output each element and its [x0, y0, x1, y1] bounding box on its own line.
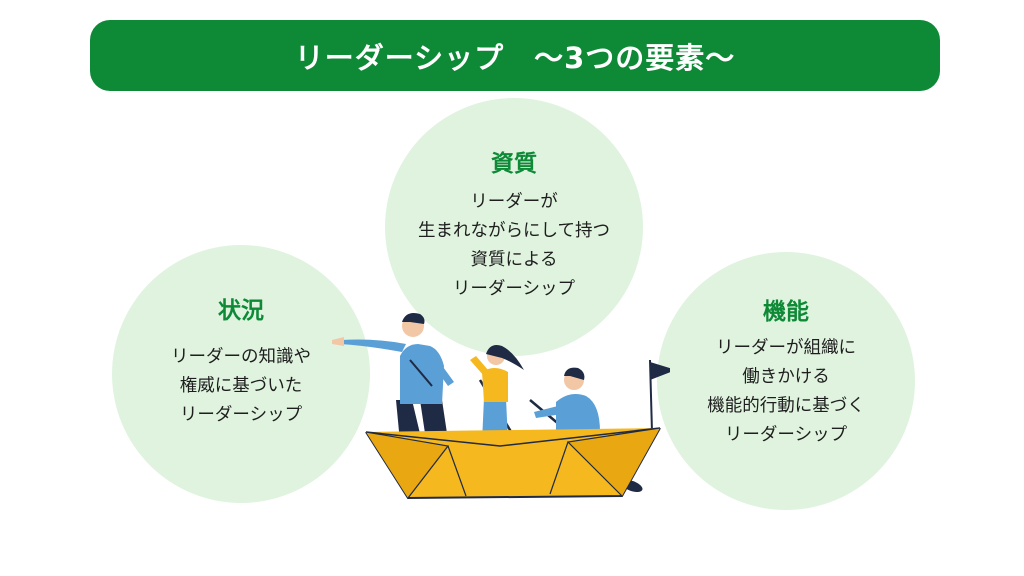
page-title: リーダーシップ ～3つの要素～ — [294, 40, 736, 75]
element-description: リーダーの知識や 権威に基づいた リーダーシップ — [171, 347, 311, 425]
woman-figure — [470, 345, 524, 442]
rower-figure — [534, 367, 600, 432]
element-circle-quality: 資質 リーダーが 生まれながらにして持つ 資質による リーダーシップ — [385, 98, 643, 356]
title-banner: リーダーシップ ～3つの要素～ — [90, 20, 940, 91]
leader-figure — [332, 313, 454, 442]
flag-icon — [649, 359, 670, 433]
element-title: 状況 — [218, 298, 264, 324]
element-title: 資質 — [491, 151, 537, 177]
element-circle-function: 機能 リーダーが組織に 働きかける 機能的行動に基づく リーダーシップ — [657, 252, 915, 510]
element-title: 機能 — [763, 299, 809, 325]
element-description: リーダーが組織に 働きかける 機能的行動に基づく リーダーシップ — [707, 338, 865, 445]
element-circle-situation: 状況 リーダーの知識や 権威に基づいた リーダーシップ — [112, 245, 370, 503]
element-description: リーダーが 生まれながらにして持つ 資質による リーダーシップ — [418, 192, 610, 299]
paper-boat — [365, 427, 661, 500]
boat-illustration — [332, 313, 670, 500]
